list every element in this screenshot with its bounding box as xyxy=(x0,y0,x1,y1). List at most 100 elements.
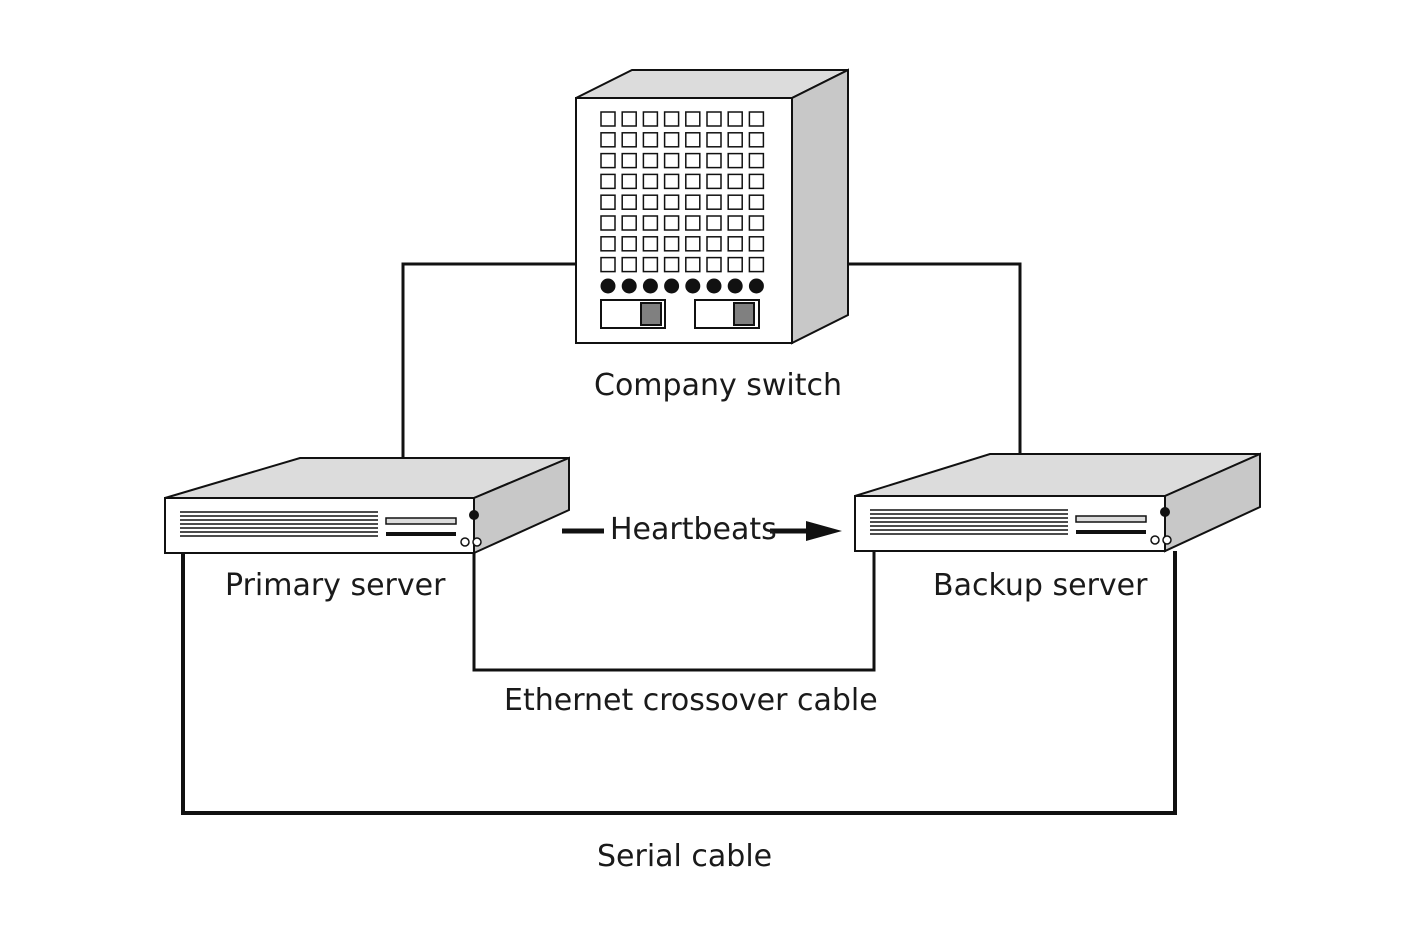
switch-led-row xyxy=(600,278,764,294)
switch-port xyxy=(621,236,637,252)
switch-port xyxy=(642,173,659,190)
switch-port xyxy=(748,132,765,148)
switch-port xyxy=(663,132,680,148)
switch-port xyxy=(685,256,701,273)
backup-button-1 xyxy=(1150,535,1160,545)
crossover-cable-line xyxy=(472,551,876,672)
switch-port xyxy=(642,152,659,169)
primary-server-label: Primary server xyxy=(225,568,446,603)
primary-vent-lines xyxy=(180,511,378,537)
switch-port xyxy=(621,256,637,273)
switch-port xyxy=(642,215,659,231)
heartbeats-label: Heartbeats xyxy=(610,512,777,547)
switch-port xyxy=(685,236,701,252)
primary-switch-link xyxy=(401,262,605,458)
switch-port xyxy=(621,132,637,148)
switch-side xyxy=(791,68,849,345)
switch-port xyxy=(663,236,680,252)
switch-port xyxy=(727,111,743,127)
switch-port xyxy=(621,194,637,210)
switch-led xyxy=(600,278,616,294)
switch-port xyxy=(621,173,637,190)
switch-led xyxy=(664,278,680,294)
switch-port xyxy=(727,152,743,169)
switch-port xyxy=(621,111,637,127)
serial-cable-line xyxy=(181,551,1177,815)
switch-led xyxy=(748,278,764,294)
switch-port xyxy=(600,194,616,210)
primary-drive-slot-2 xyxy=(386,532,456,536)
switch-port xyxy=(621,152,637,169)
switch-port xyxy=(663,194,680,210)
switch-led xyxy=(727,278,743,294)
switch-port xyxy=(685,132,701,148)
switch-port xyxy=(600,256,616,273)
switch-port xyxy=(642,236,659,252)
switch-port xyxy=(727,173,743,190)
company-switch-label: Company switch xyxy=(594,368,843,403)
switch-port xyxy=(663,215,680,231)
switch-port xyxy=(642,256,659,273)
switch-port xyxy=(600,152,616,169)
backup-drive-slot-1 xyxy=(1075,515,1147,523)
switch-led xyxy=(642,278,658,294)
arrowhead-icon xyxy=(806,521,842,541)
switch-port xyxy=(748,111,765,127)
switch-modules xyxy=(600,299,760,329)
switch-led xyxy=(706,278,722,294)
primary-button-2 xyxy=(472,537,482,547)
switch-port xyxy=(663,152,680,169)
switch-port xyxy=(685,215,701,231)
switch-port xyxy=(748,215,765,231)
backup-server-front xyxy=(854,495,1166,552)
switch-port xyxy=(663,111,680,127)
switch-port xyxy=(748,256,765,273)
switch-port xyxy=(727,236,743,252)
switch-port xyxy=(706,132,722,148)
company-switch xyxy=(575,68,849,345)
switch-port xyxy=(685,111,701,127)
switch-port xyxy=(642,194,659,210)
switch-port xyxy=(642,132,659,148)
backup-server-label: Backup server xyxy=(933,568,1148,603)
switch-port xyxy=(748,236,765,252)
switch-port xyxy=(727,256,743,273)
switch-port xyxy=(621,215,637,231)
crossover-cable-label: Ethernet crossover cable xyxy=(504,683,878,718)
backup-power-led xyxy=(1160,507,1170,517)
switch-port xyxy=(663,256,680,273)
switch-port xyxy=(706,173,722,190)
switch-port xyxy=(748,152,765,169)
primary-drive-slot-1 xyxy=(385,517,457,525)
switch-port xyxy=(600,132,616,148)
switch-port xyxy=(706,194,722,210)
switch-port xyxy=(663,173,680,190)
switch-port xyxy=(748,194,765,210)
switch-port xyxy=(600,236,616,252)
primary-server-front xyxy=(164,497,475,554)
switch-led xyxy=(621,278,637,294)
backup-button-2 xyxy=(1162,535,1172,545)
switch-port xyxy=(600,111,616,127)
switch-port xyxy=(685,173,701,190)
switch-port xyxy=(727,132,743,148)
switch-port xyxy=(727,215,743,231)
primary-button-1 xyxy=(460,537,470,547)
serial-cable-label: Serial cable xyxy=(597,839,773,874)
switch-port xyxy=(748,173,765,190)
switch-port xyxy=(706,111,722,127)
switch-port xyxy=(727,194,743,210)
backup-server xyxy=(854,452,1261,553)
switch-port xyxy=(706,256,722,273)
switch-port-grid xyxy=(600,111,765,273)
switch-port xyxy=(706,152,722,169)
switch-port xyxy=(685,152,701,169)
switch-port xyxy=(600,215,616,231)
switch-port xyxy=(642,111,659,127)
switch-port xyxy=(685,194,701,210)
switch-port xyxy=(706,215,722,231)
backup-drive-slot-2 xyxy=(1076,530,1146,534)
heartbeats-arrow xyxy=(562,521,842,541)
switch-led xyxy=(685,278,701,294)
